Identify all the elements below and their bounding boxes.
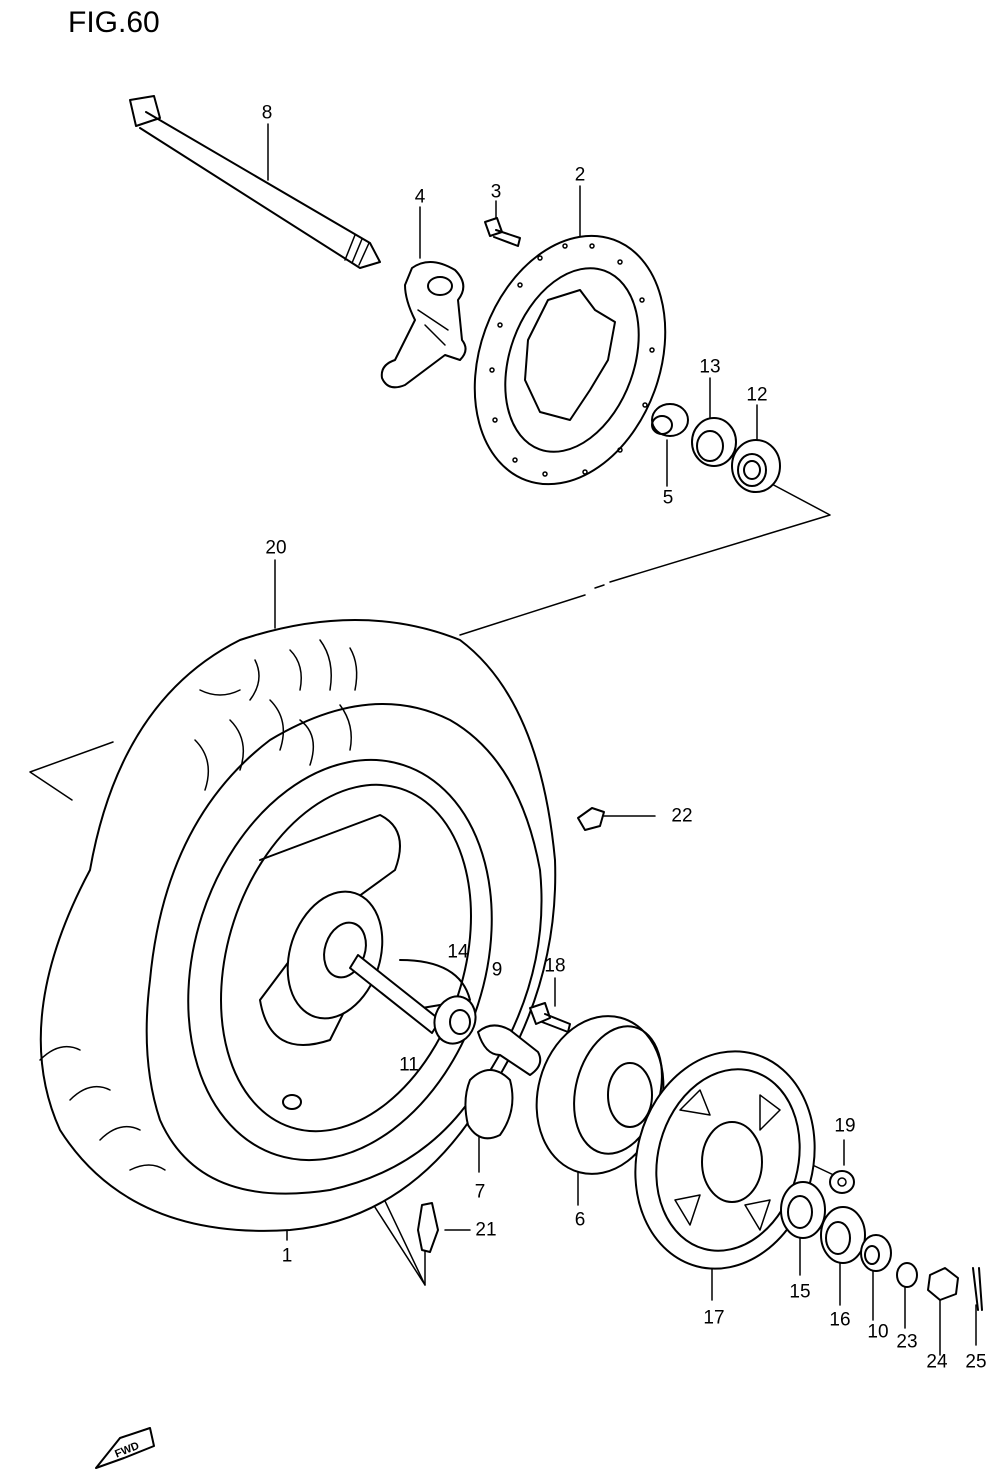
callout-16: 16 [829, 1309, 851, 1331]
callout-22: 22 [671, 805, 693, 827]
callout-9: 9 [491, 959, 503, 981]
callout-11: 11 [399, 1054, 419, 1076]
axle-part [129, 95, 381, 269]
nut-part-19 [829, 1170, 855, 1194]
cotter-pin-part-25 [972, 1267, 983, 1311]
balance-weight-part [577, 807, 605, 831]
collar-part-9 [477, 1024, 542, 1076]
bearing-part-14 [433, 995, 477, 1045]
valve-part-21 [417, 1202, 439, 1253]
bolt-part-18 [529, 1002, 571, 1033]
collar-part-10 [860, 1234, 892, 1272]
callout-19: 19 [834, 1115, 856, 1137]
callout-14: 14 [447, 941, 469, 963]
callout-12: 12 [746, 384, 768, 406]
wheel-rim-part [187, 758, 493, 1162]
spacer-part-11 [349, 954, 441, 1034]
spacer-part-5 [651, 403, 689, 437]
callout-7: 7 [474, 1181, 486, 1203]
callout-2: 2 [574, 164, 586, 186]
callout-4: 4 [414, 186, 426, 208]
bearing-part-15 [780, 1181, 826, 1239]
callout-6: 6 [574, 1209, 586, 1231]
callout-13: 13 [699, 356, 721, 378]
callout-5: 5 [662, 487, 674, 509]
callout-21: 21 [475, 1219, 497, 1241]
rear-sprocket-part [634, 1050, 816, 1270]
castle-nut-part-24 [927, 1267, 959, 1301]
damper-part-7 [464, 1069, 514, 1140]
callout-1: 1 [281, 1245, 293, 1267]
callout-25: 25 [965, 1351, 987, 1373]
callout-24: 24 [926, 1351, 948, 1373]
washer-part-23 [896, 1262, 918, 1288]
brake-disc-part [473, 234, 667, 486]
callout-10: 10 [867, 1321, 889, 1343]
figure-title: FIG.60 [68, 6, 160, 39]
callout-23: 23 [896, 1331, 918, 1353]
caliper-bracket-part [380, 261, 467, 389]
callout-18: 18 [544, 955, 566, 977]
seal-part-16 [820, 1206, 866, 1264]
seal-part-13 [691, 417, 737, 467]
tire-part [39, 619, 557, 1232]
sprocket-hub-part [535, 1015, 665, 1175]
callout-20: 20 [265, 537, 287, 559]
bearing-part-12 [731, 439, 781, 493]
fwd-arrow-icon: FWD [95, 1427, 155, 1469]
callout-8: 8 [261, 102, 273, 124]
callout-17: 17 [703, 1307, 725, 1329]
callout-3: 3 [490, 181, 502, 203]
callout-15: 15 [789, 1281, 811, 1303]
bolt-part-3 [484, 217, 521, 247]
